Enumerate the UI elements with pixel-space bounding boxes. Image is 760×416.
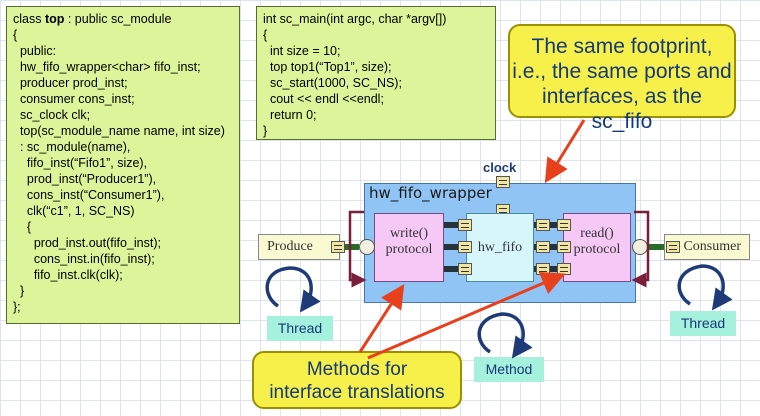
callout-line: i.e., the same ports and <box>512 60 732 83</box>
produce-port-icon <box>331 241 345 253</box>
produce-block: Produce <box>258 234 340 260</box>
code-line: sc_clock clk; <box>13 108 91 122</box>
connection-bar <box>648 244 664 250</box>
port-icon <box>536 219 550 231</box>
hw-fifo-block: hw_fifo <box>466 213 534 282</box>
wrapper-label: hw_fifo_wrapper <box>369 184 492 202</box>
callout-line: interface translations <box>269 382 445 403</box>
read-protocol-block: read() protocol <box>563 213 631 282</box>
code-line: } <box>263 124 268 138</box>
write-protocol-block: write() protocol <box>374 213 444 282</box>
code-line: { <box>263 28 268 42</box>
code-line: top top1(“Top1”, size); <box>263 60 392 74</box>
consumer-label: Consumer <box>683 239 741 254</box>
arrow-footprint <box>544 119 586 184</box>
thread-label: Thread <box>277 320 323 336</box>
read-protocol-label: protocol <box>573 242 621 257</box>
connection-bar <box>444 244 466 250</box>
code-line: hw_fifo_wrapper<char> fifo_inst; <box>13 60 201 74</box>
code-line: clk(“c1”, 1, SC_NS) <box>13 204 135 218</box>
code-line: public: <box>13 44 57 58</box>
port-icon <box>458 241 472 253</box>
port-icon <box>557 241 571 253</box>
clock-label: clock <box>483 160 517 175</box>
code-line: cons_inst(“Consumer1”), <box>13 188 165 202</box>
write-protocol-label: write() <box>389 226 429 241</box>
thread-label: Thread <box>680 315 726 331</box>
code-line: consumer cons_inst; <box>13 92 135 106</box>
arrow-write-protocol <box>358 283 405 353</box>
callout-line: interfaces, as the sc_fifo <box>542 85 702 133</box>
port-icon <box>458 263 472 275</box>
port-icon <box>557 219 571 231</box>
code-line: cons_inst.in(fifo_inst); <box>13 252 155 266</box>
callout-line: The same footprint, <box>531 35 713 58</box>
thread-tag-left: Thread <box>267 316 333 341</box>
code-line: producer prod_inst; <box>13 76 128 90</box>
code-line: class top : public sc_module <box>13 12 172 26</box>
code-block-sc-main: int sc_main(int argc, char *argv[]) { in… <box>256 6 496 140</box>
write-protocol-label: protocol <box>385 242 433 257</box>
clock-port-icon <box>496 176 510 188</box>
code-line: sc_start(1000, SC_NS); <box>263 76 402 90</box>
callout-line: Methods for <box>306 359 408 380</box>
method-tag: Method <box>474 357 544 382</box>
code-line: return 0; <box>263 108 317 122</box>
port-icon <box>536 241 550 253</box>
hw-fifo-label: hw_fifo <box>477 240 523 255</box>
port-icon <box>458 219 472 231</box>
code-line: int sc_main(int argc, char *argv[]) <box>263 12 447 26</box>
code-line: cout << endl <<endl; <box>263 92 384 106</box>
code-line: prod_inst(“Producer1”), <box>13 172 157 186</box>
code-line: fifo_inst.clk(clk); <box>13 268 123 282</box>
produce-label: Produce <box>267 239 313 254</box>
callout-methods: Methods for interface translations <box>252 351 462 409</box>
arrow-read-protocol <box>367 272 566 360</box>
code-line: fifo_inst(“Fifo1”, size), <box>13 156 148 170</box>
thread-tag-right: Thread <box>670 311 736 336</box>
code-line: { <box>13 28 18 42</box>
consumer-port-icon <box>666 241 680 253</box>
method-label: Method <box>485 361 533 377</box>
code-block-top-class: class top : public sc_module { public: h… <box>6 6 240 324</box>
code-line: top(sc_module_name name, int size) <box>13 124 225 138</box>
code-line: prod_inst.out(fifo_inst); <box>13 236 161 250</box>
code-line: }; <box>13 300 21 314</box>
bracket-right <box>631 210 650 288</box>
connection-bar <box>444 266 466 272</box>
bracket-left <box>348 210 367 288</box>
interface-icon <box>359 239 375 255</box>
callout-same-footprint: The same footprint, i.e., the same ports… <box>508 24 736 133</box>
code-line: } <box>13 284 25 298</box>
connection-bar <box>444 222 466 228</box>
code-line: int size = 10; <box>263 44 341 58</box>
code-line: : sc_module(name), <box>13 140 131 154</box>
code-line: { <box>13 220 32 234</box>
method-loop-icon <box>477 312 533 359</box>
thread-loop-right-icon <box>677 264 733 311</box>
connection-bar <box>345 244 359 250</box>
read-protocol-label: read() <box>580 226 614 241</box>
thread-loop-left-icon <box>265 266 321 313</box>
